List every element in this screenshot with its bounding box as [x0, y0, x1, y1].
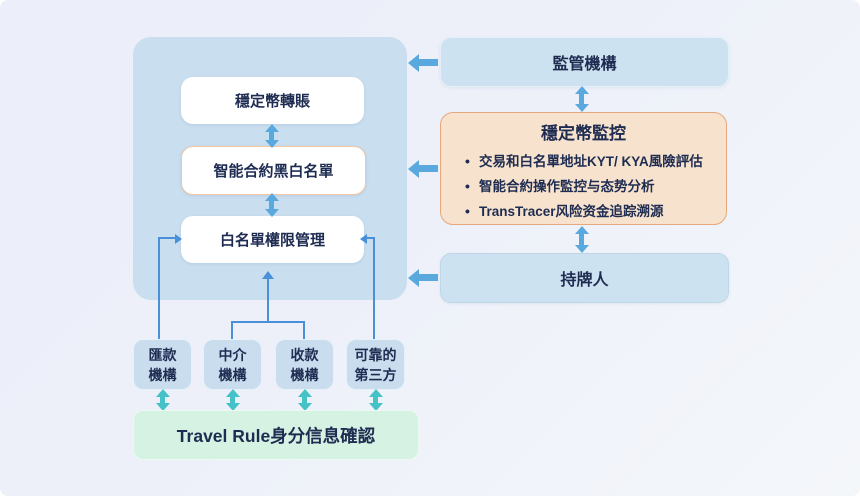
- node-remitting-institution-label: 匯款 機構: [148, 346, 177, 383]
- line-thirdparty-up: [373, 238, 375, 339]
- node-beneficiary-institution: 收款 機構: [275, 339, 334, 390]
- monitoring-bullet-transtracer: TransTracer风险资金追踪溯源: [465, 199, 726, 224]
- node-regulator: 監管機構: [440, 37, 729, 87]
- node-whitelist-permission-management: 白名單權限管理: [181, 216, 364, 263]
- arrow-regulator-monitoring-icon: [574, 86, 589, 112]
- arrowhead-thirdparty-icon: [360, 234, 367, 244]
- node-trusted-third-party: 可靠的 第三方: [346, 339, 405, 390]
- arrow-beneficiary-travelrule-icon: [297, 389, 312, 411]
- node-licensee: 持牌人: [440, 253, 729, 303]
- node-licensee-label: 持牌人: [560, 272, 609, 289]
- node-beneficiary-institution-label: 收款 機構: [290, 346, 319, 383]
- line-remitting-bend: [158, 237, 175, 239]
- monitoring-bullet-smart-contract: 智能合約操作監控与态势分析: [465, 174, 726, 199]
- node-smart-contract-blackwhite-list: 智能合約黑白名單: [181, 146, 366, 195]
- line-remitting-up: [158, 238, 160, 339]
- node-stablecoin-transfer-label: 穩定幣轉賬: [234, 93, 310, 110]
- node-intermediary-institution-label: 中介 機構: [218, 346, 247, 383]
- node-trusted-third-party-label: 可靠的 第三方: [354, 346, 397, 383]
- line-beneficiary-up: [303, 322, 305, 339]
- node-stablecoin-monitoring: 穩定幣監控 交易和白名單地址KYT/ KYA風險評估 智能合約操作監控与态势分析…: [440, 112, 727, 225]
- node-intermediary-institution: 中介 機構: [203, 339, 262, 390]
- node-travel-rule: Travel Rule身分信息確認: [133, 410, 419, 460]
- arrow-monitoring-licensee-icon: [574, 226, 589, 253]
- arrow-remitting-travelrule-icon: [155, 389, 170, 411]
- stablecoin-monitoring-title: 穩定幣監控: [541, 124, 626, 143]
- arrow-thirdparty-travelrule-icon: [368, 389, 383, 411]
- monitoring-bullet-kyt-kya: 交易和白名單地址KYT/ KYA風險評估: [465, 149, 726, 174]
- arrow-regulator-to-core-icon: [408, 53, 438, 72]
- stablecoin-monitoring-bullets: 交易和白名單地址KYT/ KYA風險評估 智能合約操作監控与态势分析 Trans…: [441, 149, 726, 224]
- line-merge-riser: [267, 279, 269, 323]
- node-whitelist-permission-management-label: 白名單權限管理: [219, 232, 325, 249]
- node-remitting-institution: 匯款 機構: [133, 339, 192, 390]
- node-stablecoin-transfer: 穩定幣轉賬: [181, 77, 364, 124]
- line-intermediary-up: [231, 322, 233, 339]
- node-travel-rule-label: Travel Rule身分信息確認: [176, 425, 376, 446]
- arrowhead-remitting-icon: [175, 234, 182, 244]
- node-regulator-label: 監管機構: [552, 56, 617, 73]
- arrow-intermediary-travelrule-icon: [225, 389, 240, 411]
- node-smart-contract-blackwhite-list-label: 智能合約黑白名單: [213, 163, 334, 180]
- arrow-licensee-to-core-icon: [408, 268, 438, 287]
- arrow-monitoring-to-core-icon: [408, 159, 438, 178]
- arrowhead-merge-icon: [262, 271, 274, 279]
- arrow-blacklist-whitelist-icon: [264, 193, 279, 217]
- line-thirdparty-bend: [367, 237, 375, 239]
- arrow-transfer-blacklist-icon: [264, 124, 279, 148]
